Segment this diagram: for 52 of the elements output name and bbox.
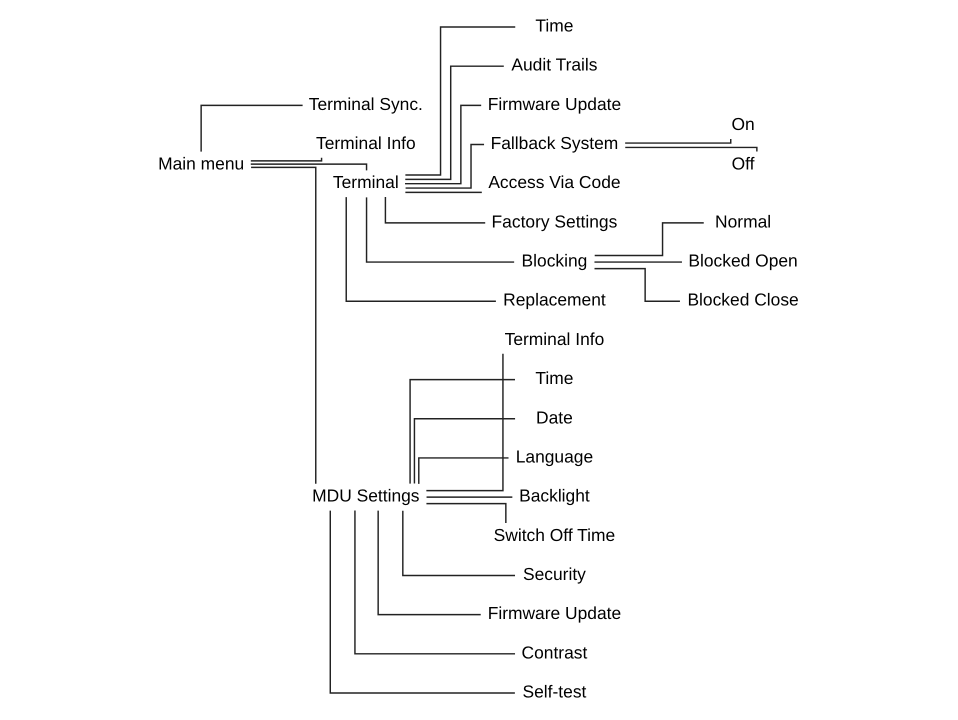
- node-text: Security: [523, 564, 586, 584]
- connector: [426, 496, 512, 498]
- node-text: Firmware Update: [488, 94, 622, 114]
- node-text: Replacement: [503, 290, 606, 310]
- connector: [330, 510, 515, 694]
- node-text: Blocking: [522, 250, 588, 271]
- node-text: Time: [535, 16, 574, 36]
- node-text: MDU Settings: [312, 486, 420, 506]
- node-text: Backlight: [519, 486, 590, 506]
- connector: [354, 510, 516, 655]
- node-text: Terminal Info: [504, 328, 604, 349]
- node-text: Main menu: [158, 153, 244, 174]
- connector: [402, 510, 516, 576]
- connector: [594, 268, 680, 302]
- connector: [426, 502, 507, 524]
- node-text: Factory Settings: [492, 211, 618, 232]
- connector: [366, 197, 514, 263]
- node-text: Blocked Open: [688, 250, 798, 271]
- node-text: Contrast: [522, 642, 588, 662]
- node-text: Off: [732, 153, 755, 174]
- node-text: Self-test: [522, 682, 586, 702]
- connector: [594, 222, 704, 256]
- node-text: Switch Off Time: [494, 524, 616, 545]
- connector: [405, 26, 516, 176]
- connector: [409, 378, 515, 484]
- node-text: Access Via Code: [488, 172, 621, 192]
- node-text: Date: [536, 407, 573, 428]
- node-text: Terminal: [332, 172, 399, 192]
- node-text: Normal: [715, 211, 772, 232]
- connector: [346, 197, 496, 302]
- connector: [625, 139, 732, 144]
- node-text: Fallback System: [490, 133, 618, 154]
- connector: [200, 104, 303, 152]
- connector: [250, 158, 322, 162]
- node-text: Time: [535, 368, 574, 388]
- connector: [426, 354, 504, 492]
- node-text: Firmware Update: [488, 603, 622, 624]
- node-text: Terminal Info: [316, 133, 416, 154]
- connector: [384, 196, 486, 224]
- node-text: On: [731, 114, 755, 134]
- node-text: Blocked Close: [687, 290, 799, 310]
- connector: [414, 418, 516, 484]
- connector: [405, 104, 482, 184]
- node-text: Language: [516, 446, 594, 466]
- connector: [405, 65, 504, 180]
- connector: [377, 510, 481, 616]
- node-text: Audit Trails: [511, 54, 598, 75]
- connector: [418, 457, 509, 484]
- connector: [405, 192, 482, 194]
- connector: [251, 166, 316, 484]
- connector: [594, 261, 682, 263]
- node-text: Terminal Sync.: [308, 94, 423, 114]
